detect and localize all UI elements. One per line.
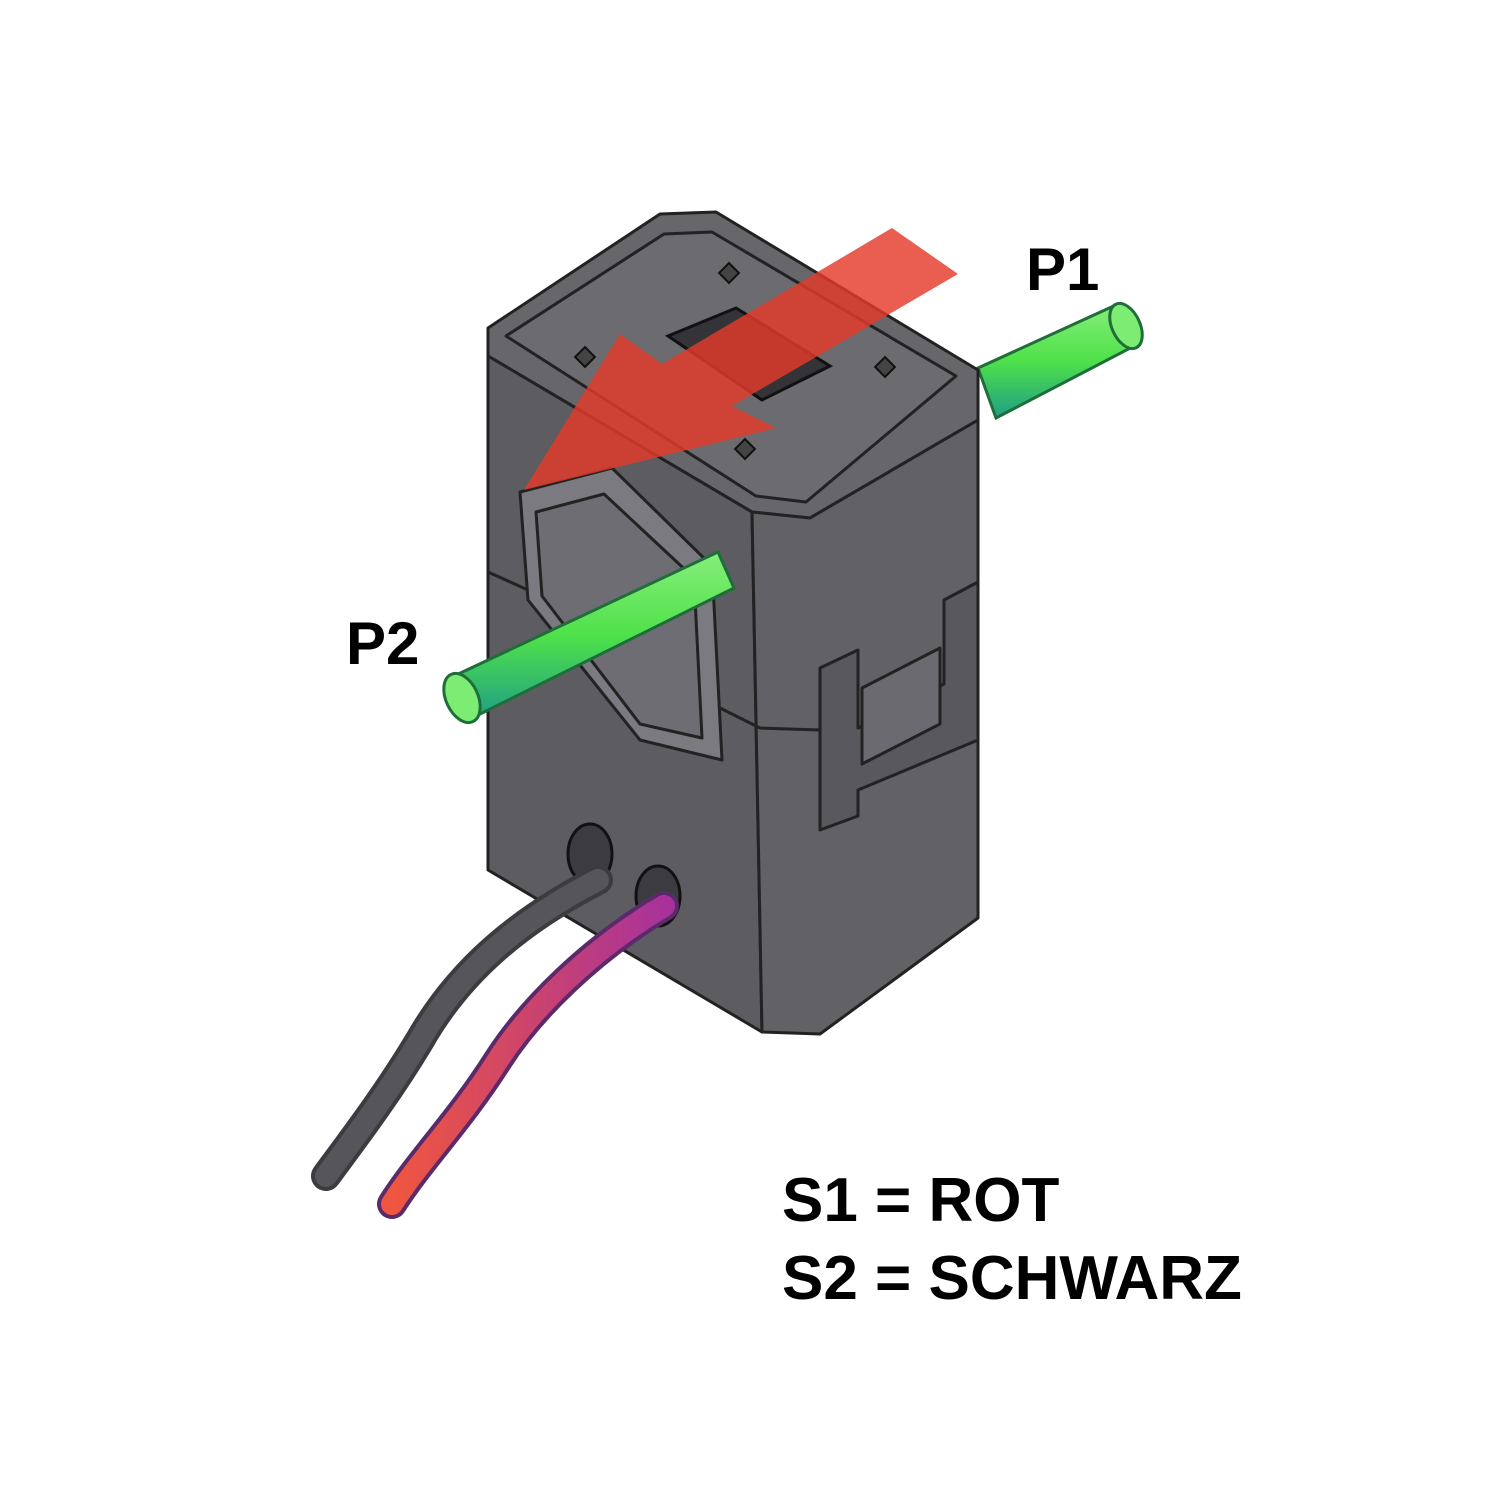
legend-s2: S2 = SCHWARZ bbox=[782, 1244, 1242, 1313]
screw-marks bbox=[573, 261, 897, 461]
conductor-back bbox=[976, 301, 1144, 421]
label-p2: P2 bbox=[346, 610, 419, 677]
latch-clip bbox=[818, 580, 980, 832]
legend-s1: S1 = ROT bbox=[782, 1166, 1060, 1235]
conductor-front bbox=[442, 549, 736, 725]
label-p1: P1 bbox=[1026, 236, 1099, 303]
current-direction-arrow bbox=[524, 228, 958, 490]
